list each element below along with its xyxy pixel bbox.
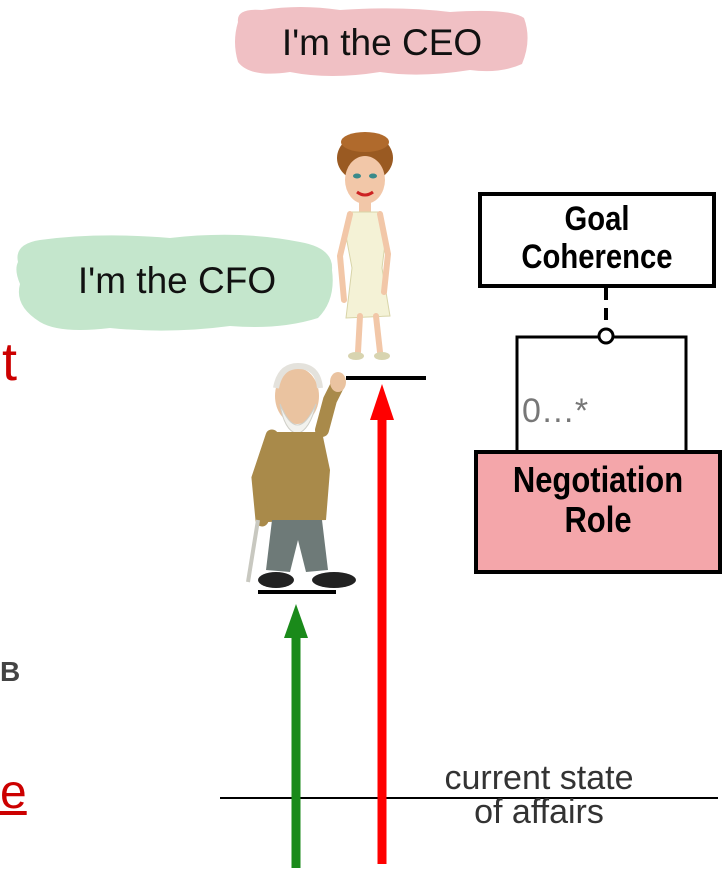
self-association-line (515, 335, 599, 452)
negotiation-role-box (474, 450, 722, 574)
goal-coherence-line2: Coherence (521, 238, 673, 276)
negotiation-role-line2: Role (564, 499, 632, 540)
association-circle (597, 327, 615, 345)
goal-coherence-box (478, 192, 716, 288)
multiplicity-label: 0…* (522, 392, 589, 430)
cropped-text-b: B (0, 656, 21, 687)
cropped-text-t: t (2, 332, 18, 392)
cfo-figure-icon (246, 362, 356, 588)
cfo-speech-bubble (16, 234, 333, 331)
ceo-bubble-text: I'm the CEO (281, 22, 483, 63)
baseline-label-line1: current state (444, 759, 634, 797)
self-association-line-right (613, 335, 688, 452)
cfo-bubble-text: I'm the CFO (77, 260, 277, 301)
negotiation-role-line1: Negotiation (512, 459, 684, 500)
ceo-figure-icon (336, 132, 393, 360)
green-arrow (284, 604, 308, 868)
cropped-link-e[interactable]: e (0, 766, 27, 819)
goal-coherence-line1: Goal (564, 200, 630, 238)
red-arrow (370, 384, 394, 864)
baseline-label-line2: of affairs (474, 793, 604, 831)
ceo-speech-bubble (235, 7, 528, 76)
